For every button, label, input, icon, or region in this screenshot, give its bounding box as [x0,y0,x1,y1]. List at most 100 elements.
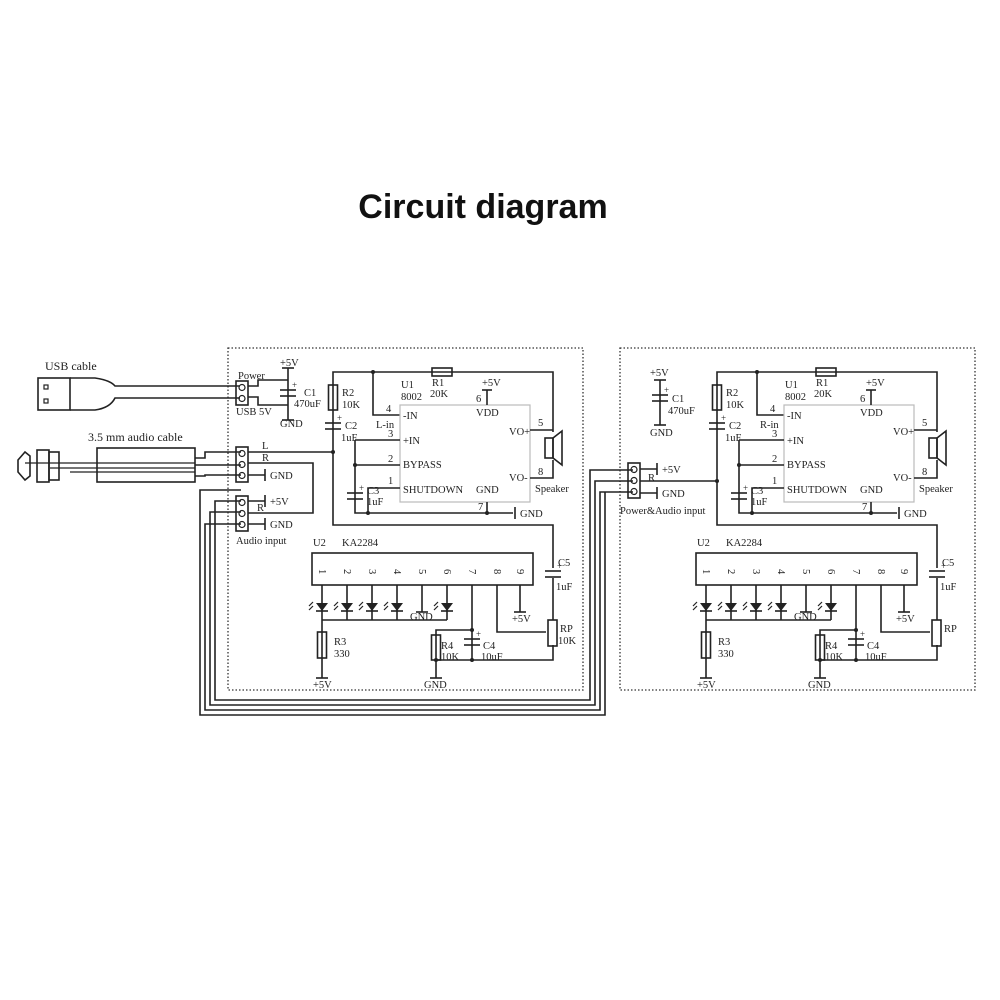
svg-text:+: + [557,561,562,571]
audio-input-connector[interactable] [235,495,249,532]
u2-pin-5: 5 [416,569,427,574]
junction-dot [366,511,370,515]
junction-dot [470,658,474,662]
resistor-r2 [711,384,723,411]
wire [716,450,938,568]
usb-5v-label: USB 5V [236,407,272,418]
led-icon [767,601,787,612]
rp-value: 10K [558,636,577,647]
wire [756,372,784,416]
svg-text:+: + [476,629,481,639]
vdd-pin-label: VDD [860,408,883,419]
pin-5: 5 [922,418,927,429]
wire [195,474,241,477]
vo-plus-label: VO+ [509,427,530,438]
audio-cable-connector[interactable] [235,446,249,483]
pin-3: 3 [388,429,393,440]
u2-pin-4: 4 [391,569,402,575]
r3-supply: +5V [313,680,332,691]
wire [372,372,400,416]
l-channel-label: L [262,441,268,452]
bypass-label: BYPASS [403,460,442,471]
junction-dot [869,511,873,515]
u2-pin-3: 3 [750,569,761,574]
r-channel-label: R [262,453,269,464]
led-gnd-label: GND [794,612,817,623]
gnd-label: GND [904,509,927,520]
amplifier-chip-u1 [783,404,915,503]
vo-minus-label: VO- [509,473,528,484]
pin-6: 6 [476,394,481,405]
u1-part: 8002 [785,392,806,403]
r3-label: R3 [718,637,730,648]
right-c1-label: C1 [672,394,684,405]
u2-pin-9: 9 [514,569,525,574]
r1-label: R1 [432,378,444,389]
r2-label: R2 [342,388,354,399]
amplifier-chip-u1 [399,404,531,503]
wire [248,379,288,387]
u2-pin-1: 1 [700,569,711,574]
pin-6: 6 [860,394,865,405]
u1-part: 8002 [401,392,422,403]
resistor-r1 [815,367,837,377]
u2-pin-4: 4 [775,569,786,575]
vo-minus-label: VO- [893,473,912,484]
audio-cable-label: 3.5 mm audio cable [88,430,183,444]
r1-value: 20K [430,389,449,400]
audio-jack-icon [17,447,196,483]
led-icon [692,601,712,612]
capacitor-c4: + [848,629,865,646]
speaker-icon [928,429,947,467]
svg-text:+: + [337,413,342,423]
wire [914,460,938,479]
audio-input-r-label: R [257,503,264,514]
pin-8: 8 [922,467,927,478]
audio-input-5v-label: +5V [270,497,289,508]
speaker-label: Speaker [919,484,953,495]
c3-value: 1uF [751,497,768,508]
input-label: R-in [760,420,779,431]
u2-part: KA2284 [726,538,763,549]
c1-supply: +5V [280,358,299,369]
capacitor-c3: + [347,483,364,500]
usb-plug-icon [37,377,240,411]
c1-gnd: GND [280,419,303,430]
capacitor-c4: + [464,629,481,646]
u2-pin-7: 7 [850,569,861,574]
u2-label: U2 [313,538,326,549]
c3-label: C3 [367,486,379,497]
capacitor-c2: + [709,413,726,430]
pin-5: 5 [538,418,543,429]
wire [820,645,938,661]
resistor-r1 [431,367,453,377]
pin-7: 7 [862,502,867,513]
pin-4: 4 [386,404,392,415]
pin-4: 4 [770,404,776,415]
audio-input-label: Audio input [236,536,287,547]
c5-label: C5 [942,558,954,569]
in-minus-label: -IN [403,411,418,422]
connector-gnd-label: GND [270,471,293,482]
wire [354,440,513,514]
power-audio-input-connector[interactable] [627,462,641,499]
svg-text:+: + [664,385,669,395]
led-icon [308,601,328,612]
u1-label: U1 [785,380,798,391]
wire [195,451,241,459]
vdd-supply: +5V [866,378,885,389]
inter-board-wire [199,489,606,716]
gnd-label: GND [520,509,543,520]
resistor-r2 [327,384,339,411]
svg-text:+: + [359,483,364,493]
r3-supply: +5V [697,680,716,691]
r4-label: R4 [441,641,454,652]
wire [496,585,546,633]
wire [436,645,554,661]
capacitor-c5: + [545,561,562,578]
svg-text:+: + [721,413,726,423]
pin-3: 3 [772,429,777,440]
wire [332,371,554,450]
power-connector[interactable] [235,380,249,406]
right-c1-gnd: GND [650,428,673,439]
